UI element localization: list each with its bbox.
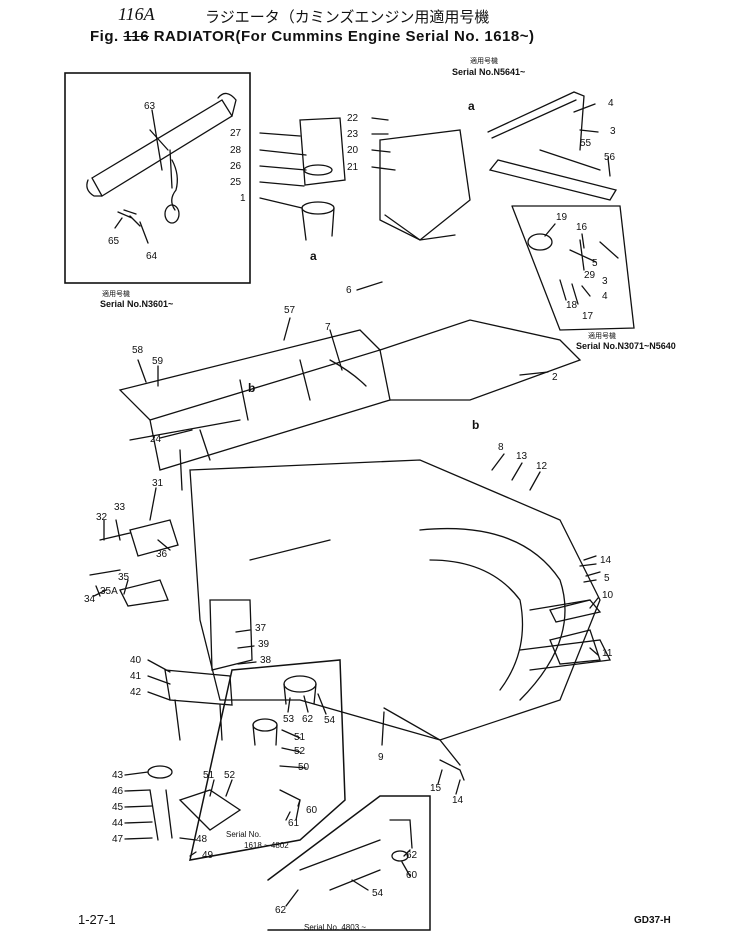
callout-28: 28: [230, 145, 242, 156]
callout-22: 22: [347, 113, 359, 124]
callout-50: 50: [298, 762, 310, 773]
callout-34: 34: [84, 594, 96, 605]
callout-17: 17: [582, 311, 594, 322]
callout-24: 24: [150, 434, 162, 445]
drawing-code: GD37-H: [634, 915, 671, 926]
callout-35: 35: [118, 572, 130, 583]
callout-14-top: 14: [600, 555, 612, 566]
serial-note-1618-label: Serial No.: [226, 830, 262, 839]
serial-note-4803: Serial No. 4803 ~: [304, 923, 367, 932]
callout-49: 49: [202, 850, 214, 861]
callout-57: 57: [284, 305, 296, 316]
callout-33: 33: [114, 502, 126, 513]
callout-62-bottom: 62: [406, 850, 418, 861]
fig-struck-number: 116: [123, 28, 150, 45]
callout-14-bottom: 14: [452, 795, 464, 806]
serial-note-1618-range: 1618 ~ 4802: [244, 841, 289, 850]
callout-a-lower: a: [310, 249, 317, 263]
callout-15: 15: [430, 783, 442, 794]
callout-16: 16: [576, 222, 588, 233]
callout-55: 55: [580, 138, 592, 149]
callout-56: 56: [604, 152, 616, 163]
callout-51-inset: 51: [294, 732, 306, 743]
callout-21: 21: [347, 162, 359, 173]
callout-25: 25: [230, 177, 242, 188]
serial-note-n3071: Serial No.N3071~N5640: [576, 341, 676, 351]
callout-54-inset: 54: [324, 715, 336, 726]
callout-26: 26: [230, 161, 242, 172]
callout-41: 41: [130, 671, 142, 682]
callout-9: 9: [378, 752, 384, 763]
callout-18: 18: [566, 300, 578, 311]
callout-53: 53: [283, 714, 295, 725]
callout-58: 58: [132, 345, 144, 356]
serial-note-n3601: Serial No.N3601~: [100, 299, 174, 309]
callout-62-inset: 62: [302, 714, 314, 725]
callout-5-inset: 5: [592, 258, 598, 269]
callout-37: 37: [255, 623, 267, 634]
callout-54-bottom: 54: [372, 888, 384, 899]
callout-40: 40: [130, 655, 142, 666]
callout-19: 19: [556, 212, 568, 223]
callout-3-inset: 3: [602, 276, 608, 287]
callout-1: 1: [240, 193, 246, 204]
callout-46: 46: [112, 786, 124, 797]
applicable-label-top: 適用号機: [470, 57, 498, 65]
callout-5-right: 5: [604, 573, 610, 584]
applicable-label-right: 適用号機: [588, 332, 616, 340]
serial-note-n5641: Serial No.N5641~: [452, 67, 526, 77]
callout-60-inset: 60: [306, 805, 318, 816]
callout-63: 63: [144, 101, 156, 112]
callout-12: 12: [536, 461, 548, 472]
callout-43: 43: [112, 770, 124, 781]
callout-51: 51: [203, 770, 215, 781]
callout-38: 38: [260, 655, 272, 666]
callout-39: 39: [258, 639, 270, 650]
callout-a-upper: a: [468, 99, 475, 113]
callout-59: 59: [152, 356, 164, 367]
callout-61: 61: [288, 818, 300, 829]
callout-4-inset: 4: [602, 291, 608, 302]
callout-8: 8: [498, 442, 504, 453]
callout-10: 10: [602, 590, 614, 601]
callout-36: 36: [156, 549, 168, 560]
callout-52: 52: [224, 770, 236, 781]
callout-65: 65: [108, 236, 120, 247]
callout-27: 27: [230, 128, 242, 139]
callout-11: 11: [602, 648, 613, 659]
callout-4-top: 4: [608, 98, 614, 109]
callout-44: 44: [112, 818, 124, 829]
callout-6: 6: [346, 285, 352, 296]
callout-60-bottom: 60: [406, 870, 418, 881]
callout-b-left: b: [248, 381, 256, 395]
callout-42: 42: [130, 687, 142, 698]
fig-prefix: Fig.: [90, 28, 119, 45]
callout-23: 23: [347, 129, 359, 140]
callout-45: 45: [112, 802, 124, 813]
callout-35A: 35A: [100, 586, 118, 597]
callout-47: 47: [112, 834, 124, 845]
callout-52-inset: 52: [294, 746, 306, 757]
callout-13: 13: [516, 451, 528, 462]
callout-62-left: 62: [275, 905, 287, 916]
handwritten-figure-number: 116A: [118, 4, 155, 24]
figure-title: Fig. 116 RADIATOR(For Cummins Engine Ser…: [90, 28, 534, 45]
applicable-label-left: 適用号機: [102, 290, 130, 298]
callout-2: 2: [552, 372, 558, 383]
callout-3-top: 3: [610, 126, 616, 137]
callout-31: 31: [152, 478, 164, 489]
callout-32: 32: [96, 512, 108, 523]
callout-64: 64: [146, 251, 158, 262]
callout-48: 48: [196, 834, 208, 845]
callout-b-right: b: [472, 418, 480, 432]
callout-7: 7: [325, 322, 331, 333]
japanese-title: ラジエータ（カミンズエンジン用適用号機: [205, 8, 490, 26]
page-number: 1-27-1: [78, 912, 116, 927]
callout-20: 20: [347, 145, 359, 156]
callout-29: 29: [584, 270, 596, 281]
fig-title-text: RADIATOR(For Cummins Engine Serial No. 1…: [153, 28, 535, 45]
